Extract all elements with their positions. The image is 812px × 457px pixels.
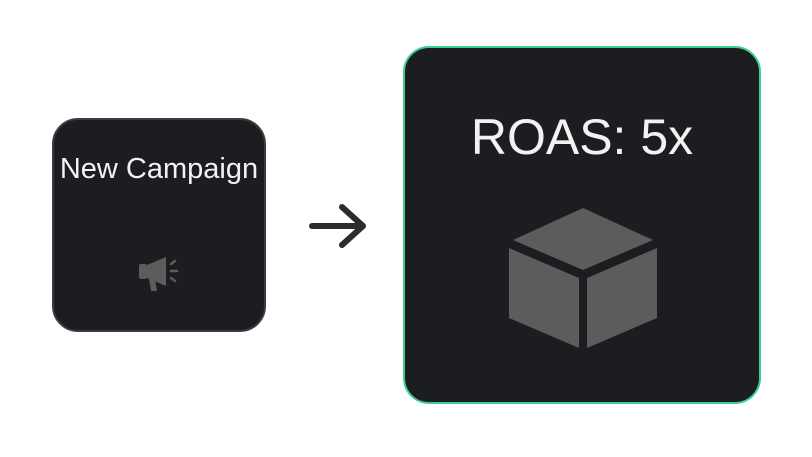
arrow-right-icon: [309, 204, 366, 248]
source-node-card: New Campaign: [52, 118, 266, 332]
target-node-card: ROAS: 5x: [403, 46, 761, 404]
cube-icon: [509, 208, 657, 348]
megaphone-icon: [139, 257, 179, 291]
source-node-label: New Campaign: [59, 153, 259, 185]
target-node-label: ROAS: 5x: [470, 109, 694, 165]
